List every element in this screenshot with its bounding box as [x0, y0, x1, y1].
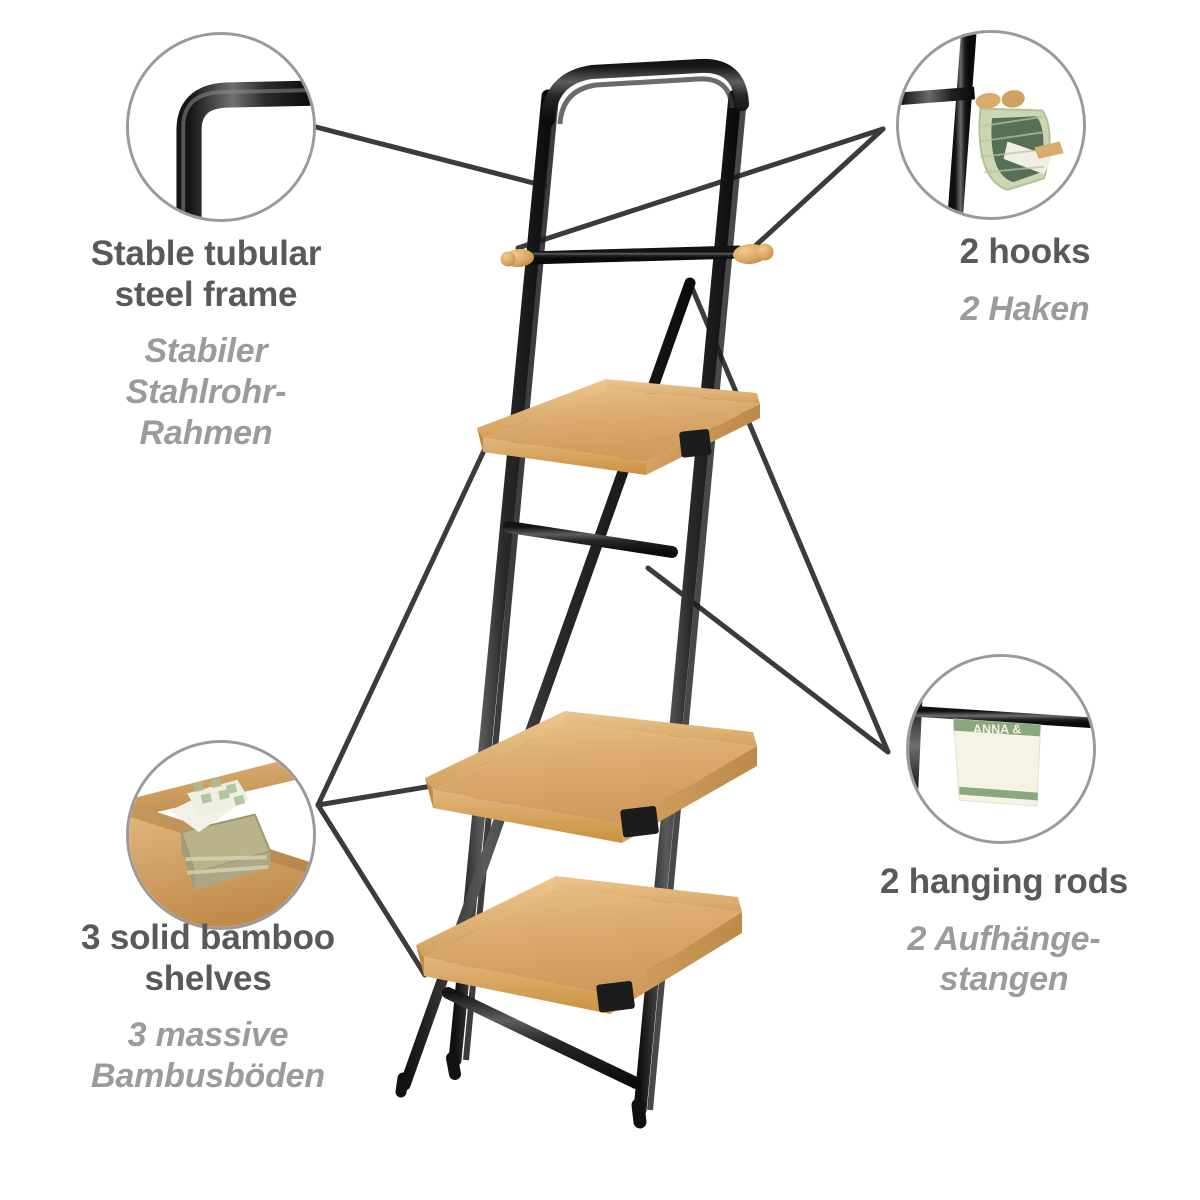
callout-hanging-rods: 2 hanging rods 2 Aufhänge- stangen: [818, 862, 1190, 1000]
frame-foot-left: [446, 1052, 461, 1080]
leader-lines-shelves: [315, 439, 491, 978]
hanging-rod-top: [521, 245, 745, 265]
detail-circle-steel-frame: [126, 32, 316, 222]
ladder-shelf-product: [395, 58, 774, 1129]
frame-top-arch: [541, 58, 749, 127]
callout-hooks-en: 2 hooks: [959, 232, 1091, 271]
detail-circle-bamboo-shelves: [126, 740, 316, 930]
callout-bamboo-shelves-de: 3 massive Bambusböden: [91, 1016, 325, 1095]
callout-steel-frame-de: Stabiler Stahlrohr- Rahmen: [125, 332, 287, 452]
shelf-bracket-middle: [620, 805, 659, 838]
frame-top-arch-inner: [557, 76, 735, 125]
bamboo-shelf-bottom: [416, 876, 742, 1014]
woven-basket-hanging-on-hook: [899, 33, 1083, 217]
callout-steel-frame: Stable tubular steel frame Stabiler Stah…: [26, 234, 386, 454]
callout-bamboo-shelves: 3 solid bamboo shelves 3 massive Bambusb…: [22, 918, 394, 1097]
leader-lines-hooks: [515, 126, 886, 261]
leader-lines-frame: [309, 123, 548, 189]
callout-bamboo-shelves-en: 3 solid bamboo shelves: [81, 918, 335, 998]
frame-foot-rear: [395, 1072, 409, 1098]
callout-hooks: 2 hooks 2 Haken: [860, 232, 1190, 329]
frame-foot-right: [631, 1098, 647, 1129]
towel-brand-text: ANNA &: [973, 723, 1021, 737]
detail-circle-hanging-rods: ANNA &: [906, 654, 1096, 844]
hanging-rod-middle: [503, 521, 678, 558]
callout-hooks-de: 2 Haken: [960, 289, 1090, 328]
detail-circle-hooks: [896, 30, 1086, 220]
hook-knob-left-tip: [500, 251, 516, 267]
callout-hanging-rods-de: 2 Aufhänge- stangen: [907, 919, 1101, 999]
callout-hanging-rods-en: 2 hanging rods: [879, 862, 1129, 901]
tubular-steel-corner-closeup: [129, 35, 313, 219]
bamboo-shelf-top: [477, 379, 760, 475]
bamboo-shelf-with-basket-and-towels: [129, 743, 313, 927]
towel-on-hanging-rod: ANNA &: [909, 657, 1093, 841]
shelf-bracket-top: [679, 429, 712, 458]
frame-base-crossbar: [442, 987, 642, 1089]
callout-steel-frame-en: Stable tubular steel frame: [90, 234, 322, 314]
hook-knob-right-tip: [756, 243, 774, 261]
shelf-bracket-bottom: [596, 980, 635, 1013]
bamboo-shelf-middle: [425, 711, 757, 843]
